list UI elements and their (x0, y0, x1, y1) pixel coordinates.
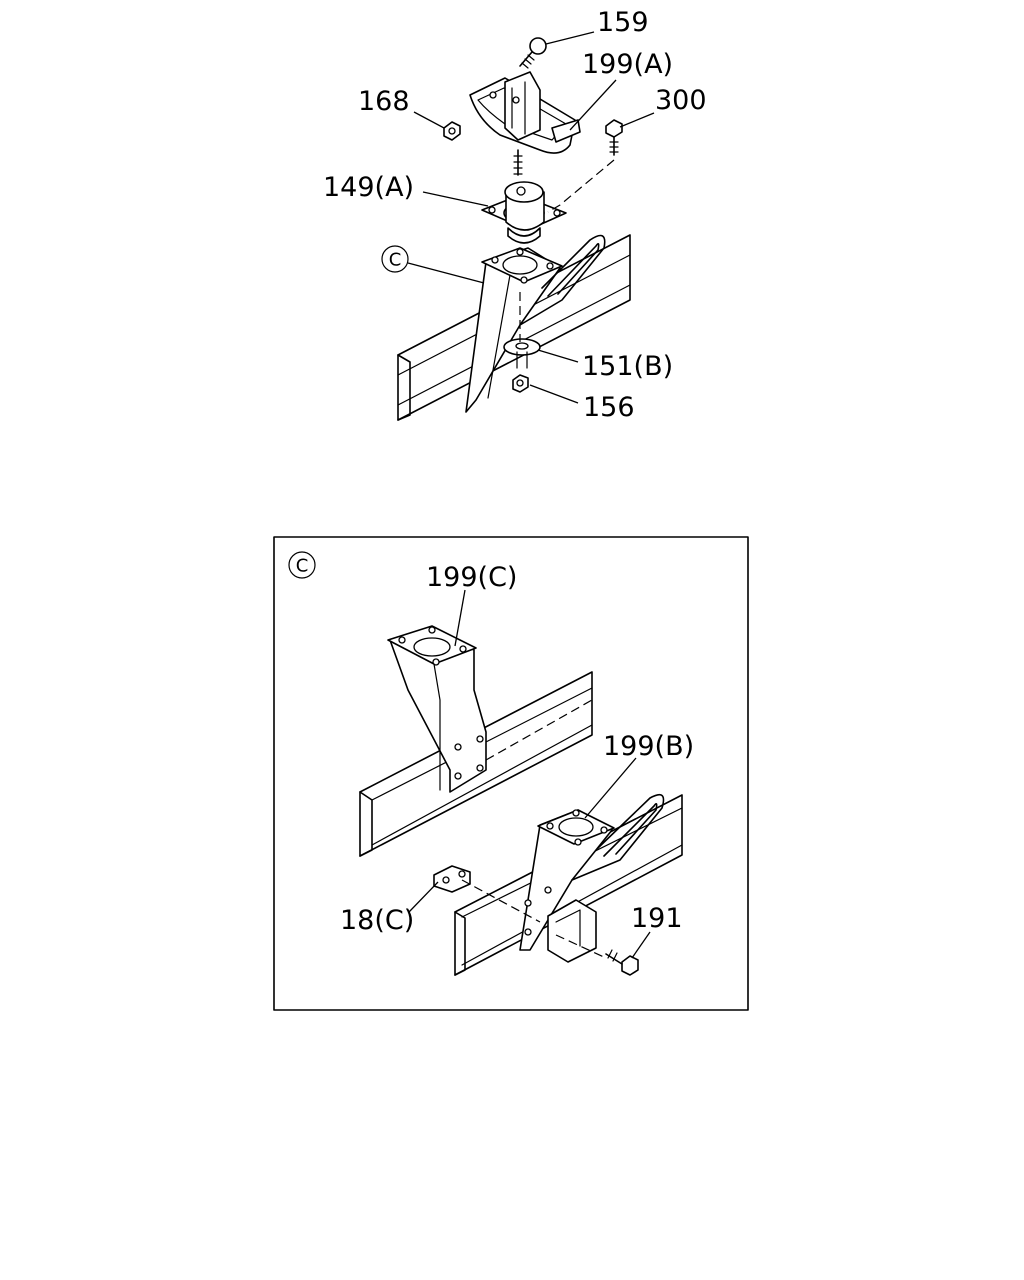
nut-156 (512, 374, 529, 393)
nut-168 (443, 121, 461, 141)
label-300: 300 (655, 85, 707, 116)
cab-cradle-199a (469, 71, 581, 176)
bolt-191 (605, 949, 639, 976)
label-18c: 18(C) (340, 905, 414, 936)
washer-151b (503, 338, 541, 369)
label-191: 191 (631, 903, 683, 934)
clip-18c (433, 865, 471, 893)
label-c-upper: C (389, 250, 402, 271)
circle-mark-c-upper (381, 245, 409, 273)
label-199a: 199(A) (582, 49, 673, 80)
bolt-300 (605, 119, 623, 156)
leaders-upper (407, 31, 655, 404)
label-159: 159 (597, 7, 649, 38)
circle-mark-c-detail (288, 551, 316, 579)
label-199b: 199(B) (603, 731, 694, 762)
detail-c-panel: C (273, 536, 749, 1011)
rubber-mount-149a (481, 181, 567, 244)
bracket-199c (387, 625, 487, 793)
label-199c: 199(C) (426, 562, 517, 593)
label-156: 156 (583, 392, 635, 423)
label-151b: 151(B) (582, 351, 673, 382)
bolt-159 (519, 37, 547, 69)
leaders-detail (408, 589, 651, 959)
mount-bracket-upper (465, 234, 606, 413)
bracket-199b (519, 793, 665, 963)
label-168: 168 (358, 86, 410, 117)
label-149a: 149(A) (323, 172, 414, 203)
label-c-detail: C (296, 556, 309, 577)
upper-assembly (397, 37, 631, 421)
